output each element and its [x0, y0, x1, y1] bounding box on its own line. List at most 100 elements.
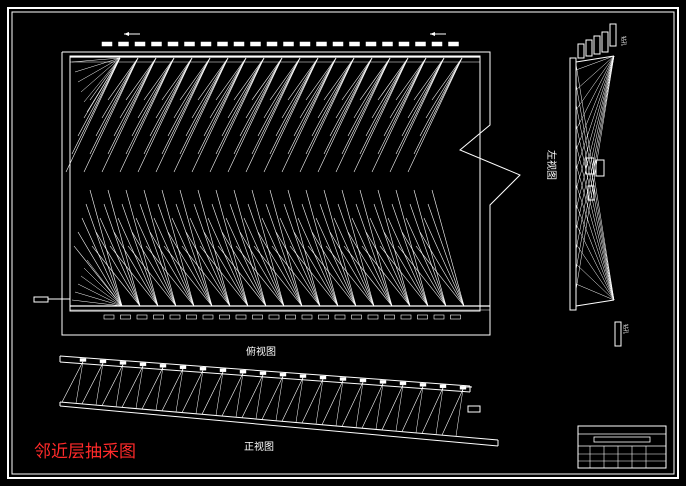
lower-borehole: [359, 189, 393, 307]
lower-borehole: [149, 231, 195, 307]
front-drill-site: [279, 372, 287, 377]
front-borehole: [161, 368, 184, 411]
lower-borehole: [347, 231, 393, 307]
upper-borehole: [317, 57, 355, 119]
front-drill-site: [119, 361, 127, 365]
lower-borehole: [203, 231, 249, 307]
lower-borehole: [207, 217, 249, 307]
lower-borehole: [215, 189, 249, 307]
left-roadway: [569, 57, 577, 311]
lower-borehole: [199, 245, 249, 307]
front-borehole: [215, 371, 224, 416]
lower-borehole: [81, 217, 123, 307]
left-borehole: [575, 283, 615, 301]
upper-borehole: [215, 57, 265, 155]
upper-borehole: [401, 57, 445, 137]
upper-borehole: [341, 57, 373, 101]
lower-borehole: [275, 231, 321, 307]
upper-drill-site: [151, 41, 162, 47]
front-view: [59, 355, 499, 447]
front-borehole: [95, 362, 104, 405]
upper-borehole: [275, 57, 319, 137]
upper-borehole: [179, 57, 229, 155]
lower-borehole: [80, 275, 123, 307]
lower-borehole: [383, 231, 429, 307]
front-borehole: [301, 378, 324, 424]
front-borehole: [61, 361, 84, 403]
upper-drill-site: [431, 41, 443, 47]
lower-borehole: [229, 203, 267, 307]
upper-borehole: [311, 57, 355, 137]
lower-drill-site: [351, 314, 362, 320]
lower-borehole: [361, 245, 411, 307]
left-borehole: [575, 55, 615, 151]
lower-borehole: [369, 217, 411, 307]
lower-drill-site: [219, 314, 230, 320]
left-borehole: [575, 243, 615, 301]
upper-drill-site: [365, 41, 377, 47]
left-block-1: [577, 43, 585, 59]
upper-borehole: [83, 57, 139, 173]
upper-borehole: [329, 57, 373, 137]
lower-borehole: [189, 217, 231, 307]
front-borehole: [421, 387, 444, 434]
coal-face-area: [69, 55, 481, 312]
upper-borehole: [107, 57, 157, 155]
upper-borehole: [245, 57, 283, 119]
upper-borehole: [227, 57, 283, 173]
upper-borehole: [125, 57, 157, 101]
lower-borehole: [185, 231, 231, 307]
front-borehole: [395, 384, 404, 431]
lower-borehole: [315, 217, 357, 307]
front-drill-site: [379, 380, 387, 384]
left-block-6: [585, 157, 595, 175]
upper-borehole: [71, 57, 121, 63]
upper-borehole: [155, 57, 193, 119]
lower-borehole: [225, 217, 267, 307]
left-borehole: [575, 223, 615, 301]
upper-borehole: [371, 57, 409, 119]
lower-borehole: [197, 189, 231, 307]
lower-borehole: [243, 217, 285, 307]
upper-drill-site: [200, 41, 212, 47]
front-drill-site: [359, 378, 367, 383]
lower-borehole: [271, 245, 321, 307]
lower-drill-site: [186, 314, 197, 320]
lower-borehole: [355, 203, 393, 307]
front-drill-site: [179, 365, 187, 369]
left-block-7: [595, 159, 605, 177]
upper-borehole: [413, 57, 463, 155]
upper-borehole: [293, 57, 337, 137]
lower-borehole: [341, 189, 375, 307]
lower-drill-site: [169, 314, 181, 320]
lower-drill-site: [252, 314, 263, 320]
front-drill-site: [319, 375, 327, 380]
upper-borehole: [155, 57, 211, 173]
lower-borehole: [86, 259, 123, 307]
front-borehole: [361, 383, 384, 429]
lower-borehole: [167, 231, 213, 307]
upper-borehole: [335, 57, 373, 119]
lower-borehole: [71, 299, 123, 307]
lower-borehole: [287, 189, 321, 307]
lower-borehole: [233, 189, 267, 307]
front-borehole: [295, 377, 304, 423]
upper-borehole: [305, 57, 355, 155]
flow-arrow-left-2: [430, 32, 446, 36]
front-drill-site: [99, 359, 107, 364]
upper-borehole: [86, 57, 121, 113]
front-borehole: [335, 380, 344, 426]
upper-borehole: [149, 57, 193, 137]
upper-borehole: [203, 57, 247, 137]
lower-borehole: [323, 189, 357, 307]
lower-borehole: [143, 189, 177, 307]
lower-borehole: [121, 203, 159, 307]
lower-borehole: [247, 203, 285, 307]
lower-borehole: [179, 189, 213, 307]
lower-borehole: [405, 217, 447, 307]
upper-borehole: [263, 57, 319, 173]
upper-borehole: [317, 57, 373, 173]
upper-borehole: [89, 57, 139, 155]
left-borehole: [575, 163, 615, 301]
upper-drill-site: [283, 41, 294, 47]
